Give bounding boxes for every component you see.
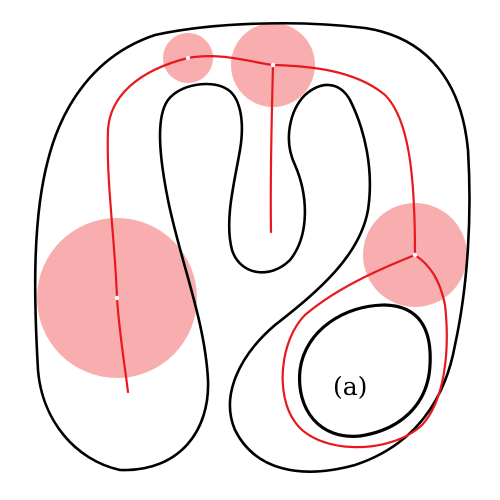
panel-label: (a) (333, 372, 367, 401)
skeleton-loop-around-hole (281, 253, 448, 449)
skeleton-center-branch (269, 63, 275, 234)
shape-inner-hole (297, 303, 432, 438)
skeleton-node-top-large (270, 62, 276, 68)
skeleton-node-right (412, 252, 418, 258)
skeleton-node-left (114, 295, 120, 301)
skeleton-node-top-small (185, 55, 191, 61)
shape-outer-boundary (33, 21, 471, 473)
